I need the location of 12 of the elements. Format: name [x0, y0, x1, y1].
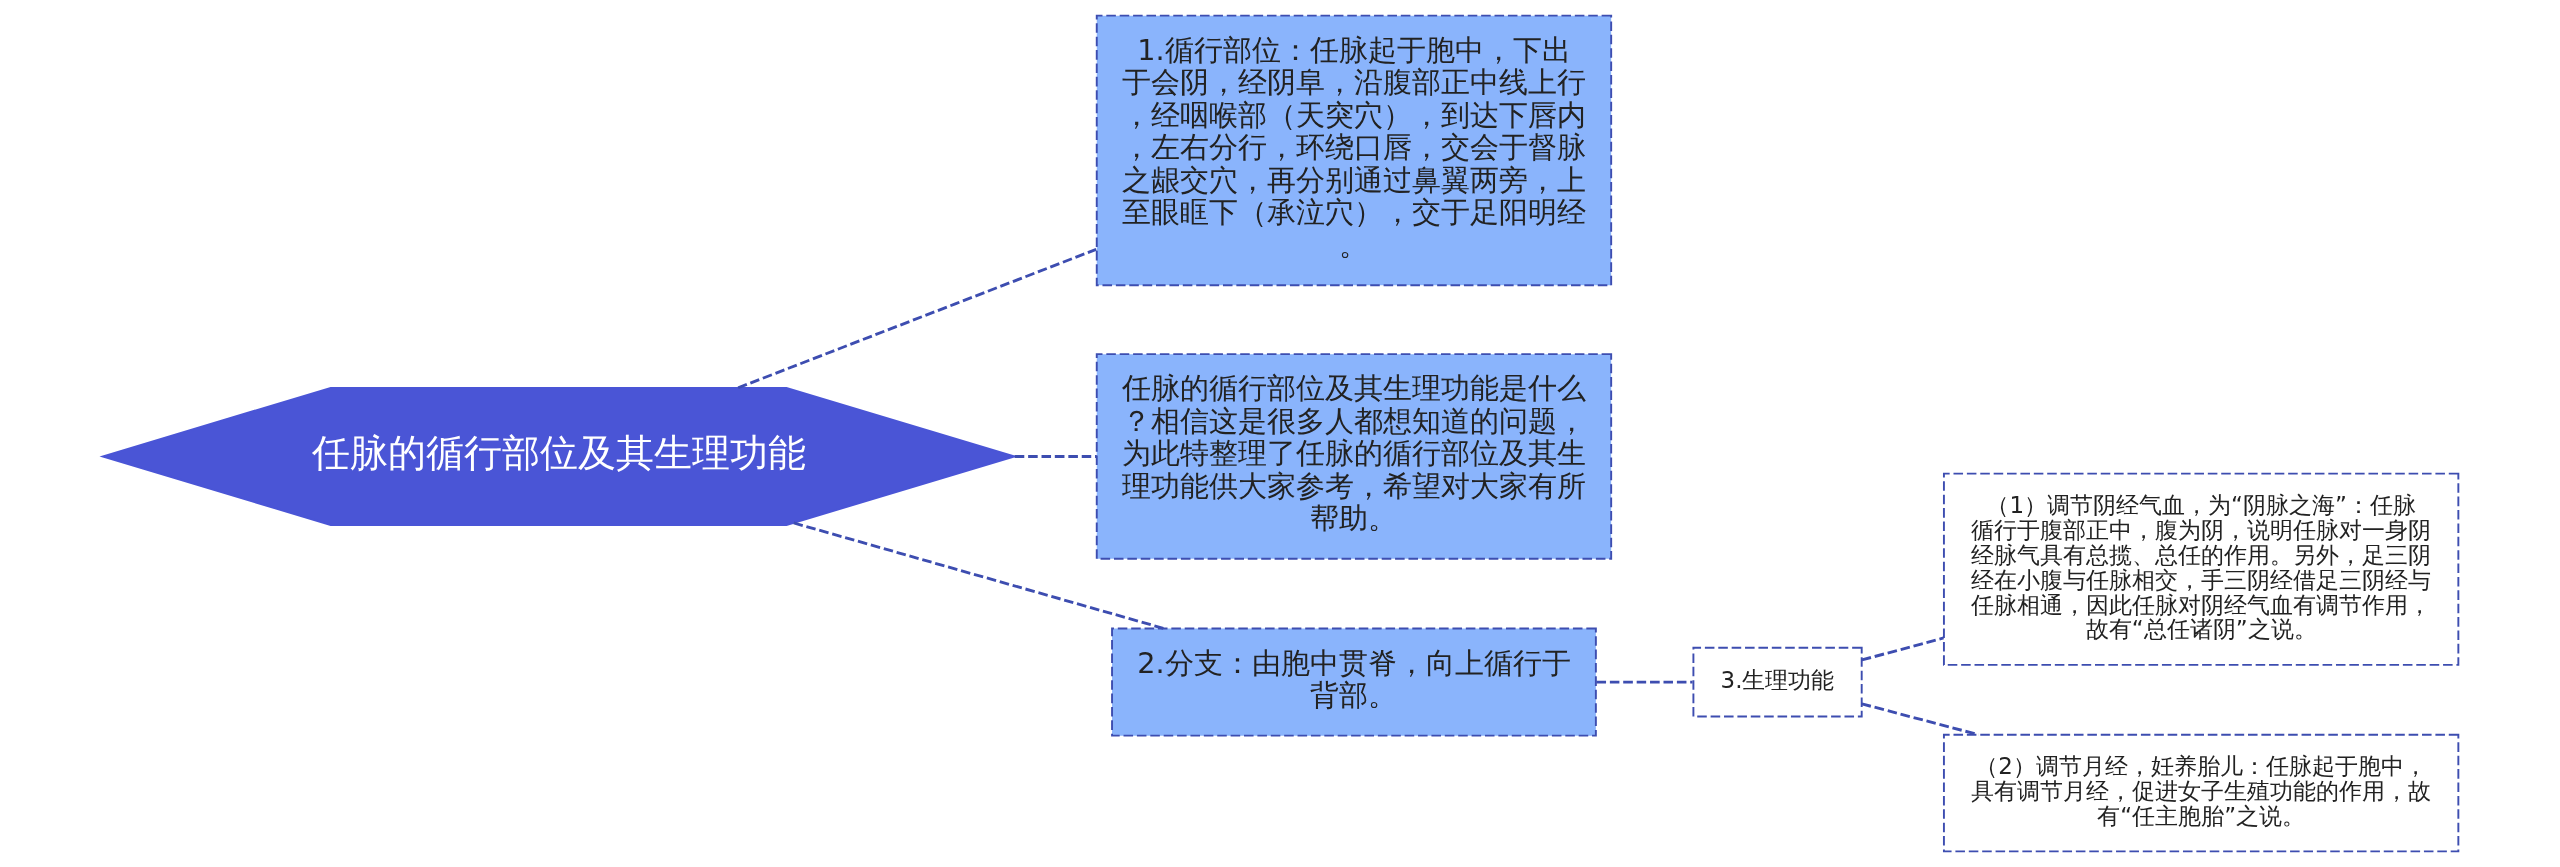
- connector: [1861, 636, 1944, 662]
- node-box: 任脉的循行部位及其生理功能是什么？相信这是很多人都想知道的问题，为此特整理了任脉的循行部位及其生理功能供大家参考，希望对大家有所帮助。: [1095, 353, 1612, 560]
- connector: [1595, 680, 1693, 684]
- connector: [737, 248, 1097, 390]
- connector: [792, 521, 1164, 630]
- node-box: （2）调节月经，妊养胎儿：任脉起于胞中，具有调节月经，促进女子生殖功能的作用，故有“任主胞胎”之说。: [1942, 733, 2459, 853]
- connector: [1861, 702, 1979, 737]
- node-box: 3.生理功能: [1691, 646, 1863, 718]
- node-box: （1）调节阴经气血，为“阴脉之海”：任脉循行于腹部正中，腹为阴，说明任脉对一身阴经脉气具有总揽、总任的作用。另外，足三阴经在小腹与任脉相交，手三阴经借足三阴经与任脉相通，因此任脉对阴经气血有调节作用，故有“总任诸阴”之说。: [1942, 472, 2459, 666]
- connector: [1014, 455, 1097, 458]
- node-box: 2.分支：由胞中贯脊，向上循行于背部。: [1110, 627, 1597, 737]
- node-box: 1.循行部位：任脉起于胞中，下出于会阴，经阴阜，沿腹部正中线上行，经咽喉部（天突穴），到达下唇内，左右分行，环绕口唇，交会于督脉之龈交穴，再分别通过鼻翼两旁，上至眼眶下（承泣穴），交于足阳明经。: [1095, 14, 1612, 287]
